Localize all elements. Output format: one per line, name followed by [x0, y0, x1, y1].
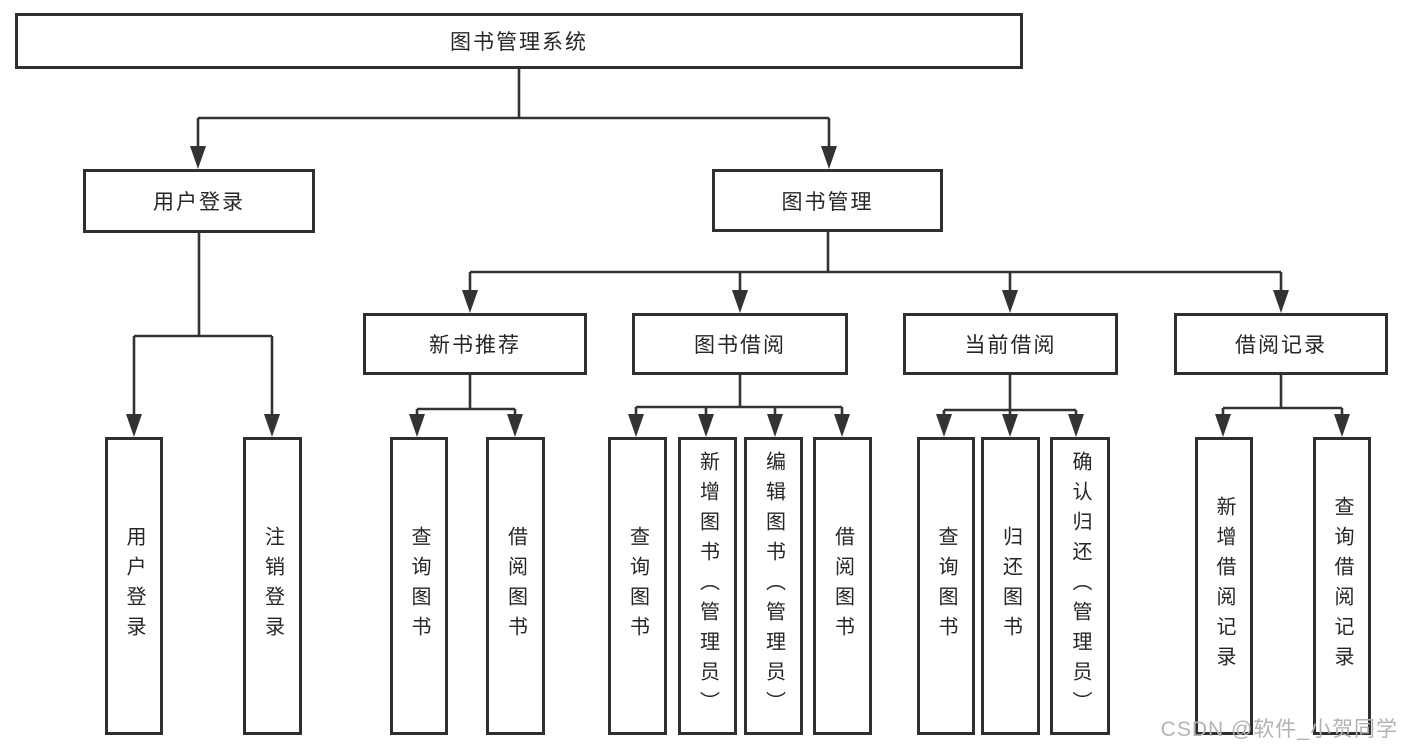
- watermark: CSDN @软件_小贺同学: [1160, 718, 1398, 741]
- edge-root-to-level2: [196, 69, 831, 148]
- node-new-book-recommend: 新书推荐: [363, 313, 587, 375]
- node-book-borrow-label: 图书借阅: [694, 334, 786, 357]
- arrowheads: [126, 146, 1350, 437]
- node-borrow-record: 借阅记录: [1174, 313, 1388, 375]
- leaf-br-add-record-label: 新增借阅记录: [1213, 496, 1235, 676]
- leaf-cb-confirm-return-admin-label: 确认归还（管理员）: [1069, 451, 1091, 721]
- leaf-bb-query-books-label: 查询图书: [626, 526, 649, 646]
- leaf-cb-return-books: 归还图书: [981, 437, 1040, 735]
- node-library-system: 图书管理系统: [15, 13, 1023, 69]
- node-user-login: 用户登录: [83, 169, 315, 233]
- leaf-nb-query-books: 查询图书: [390, 437, 448, 735]
- leaf-bb-query-books: 查询图书: [608, 437, 667, 735]
- edge-bookborrow-to-leaves: [634, 375, 844, 416]
- leaf-nb-query-books-label: 查询图书: [408, 526, 430, 646]
- node-borrow-record-label: 借阅记录: [1235, 334, 1327, 357]
- node-current-borrow-label: 当前借阅: [964, 334, 1057, 357]
- edge-currentborrow-to-leaves: [942, 375, 1078, 416]
- node-current-borrow: 当前借阅: [903, 313, 1118, 375]
- edge-bookmgmt-to-level3: [468, 232, 1283, 292]
- leaf-cb-return-books-label: 归还图书: [999, 526, 1022, 646]
- node-book-borrow: 图书借阅: [632, 313, 848, 375]
- leaf-user-login-label: 用户登录: [123, 526, 145, 646]
- leaf-bb-edit-books-admin-label: 编辑图书（管理员）: [762, 451, 785, 721]
- leaf-cb-confirm-return-admin: 确认归还（管理员）: [1050, 437, 1110, 735]
- leaf-bb-borrow-books-label: 借阅图书: [831, 526, 854, 646]
- node-library-system-label: 图书管理系统: [450, 31, 588, 54]
- edge-newbookrec-to-leaves: [415, 375, 517, 416]
- edge-userlogin-to-leaves: [132, 233, 274, 416]
- leaf-bb-add-books-admin-label: 新增图书（管理员）: [696, 451, 719, 721]
- leaf-br-add-record: 新增借阅记录: [1195, 437, 1253, 735]
- leaf-bb-add-books-admin: 新增图书（管理员）: [678, 437, 737, 735]
- node-new-book-recommend-label: 新书推荐: [429, 334, 521, 357]
- leaf-br-query-record-label: 查询借阅记录: [1331, 496, 1353, 676]
- node-user-login-label: 用户登录: [153, 191, 245, 214]
- leaf-nb-borrow-books-label: 借阅图书: [504, 526, 527, 646]
- leaf-nb-borrow-books: 借阅图书: [486, 437, 545, 735]
- leaf-cb-query-books: 查询图书: [917, 437, 975, 735]
- leaf-user-login: 用户登录: [105, 437, 163, 735]
- leaf-br-query-record: 查询借阅记录: [1313, 437, 1371, 735]
- edge-borrowrecord-to-leaves: [1221, 375, 1344, 416]
- node-book-management-label: 图书管理: [781, 190, 874, 214]
- leaf-bb-edit-books-admin: 编辑图书（管理员）: [744, 437, 803, 735]
- node-book-management: 图书管理: [712, 169, 943, 232]
- leaf-cb-query-books-label: 查询图书: [935, 526, 957, 646]
- leaf-logout: 注销登录: [243, 437, 302, 735]
- leaf-logout-label: 注销登录: [261, 526, 284, 646]
- leaf-bb-borrow-books: 借阅图书: [813, 437, 872, 735]
